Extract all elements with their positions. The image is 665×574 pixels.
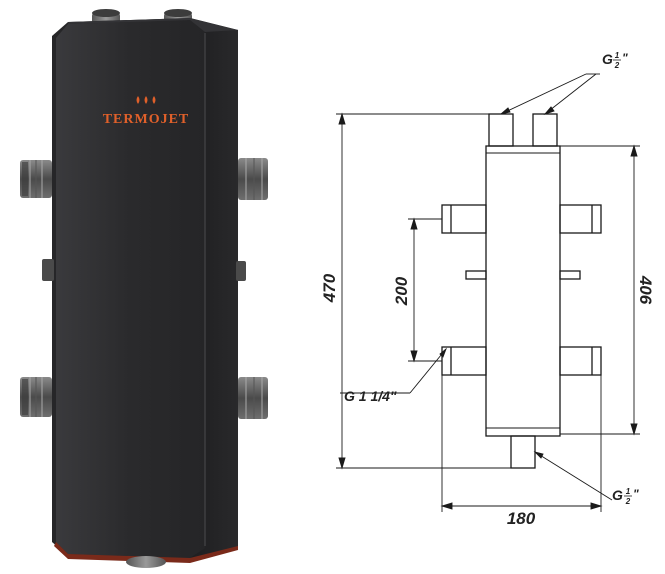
- dimension-470: [336, 112, 511, 470]
- label-180: 180: [507, 509, 536, 528]
- svg-text:2: 2: [614, 61, 620, 70]
- drawing-body: [485, 145, 561, 437]
- side-fitting-left-upper: [20, 160, 52, 198]
- drawing-side-pipe-left-upper: [441, 204, 487, 234]
- drawing-side-pipe-right-lower: [559, 346, 602, 376]
- technical-drawing: [336, 73, 640, 512]
- label-406: 406: [636, 275, 655, 305]
- drawing-top-nipple-left: [488, 113, 514, 147]
- drawing-middle-stub-left: [465, 270, 487, 280]
- flame-icon: [136, 96, 156, 104]
- svg-text:2: 2: [625, 497, 631, 506]
- product-photo: TERMOJET: [20, 9, 268, 568]
- dimension-180: [440, 375, 603, 512]
- drawing-side-pipe-right-upper: [559, 204, 602, 234]
- bottom-fitting: [126, 556, 166, 568]
- svg-text:1: 1: [615, 51, 620, 60]
- svg-text:G: G: [612, 487, 623, 503]
- leader-side-thread: [340, 347, 448, 394]
- thread-label-top: G 1 2 ": [602, 51, 628, 70]
- svg-text:1: 1: [626, 487, 631, 496]
- leader-top-thread: [500, 73, 600, 115]
- middle-plug-right: [236, 261, 246, 281]
- svg-text:": ": [633, 487, 639, 501]
- side-fitting-left-lower: [20, 377, 52, 417]
- label-470: 470: [320, 273, 339, 303]
- svg-text:": ": [622, 51, 628, 65]
- thread-label-bottom: G 1 2 ": [612, 487, 639, 506]
- label-200: 200: [392, 276, 411, 306]
- drawing-top-nipple-right: [532, 113, 558, 147]
- brand-logo: TERMOJET: [103, 96, 190, 127]
- middle-plug-left: [42, 259, 54, 281]
- leader-bottom-thread: [533, 451, 613, 501]
- side-fitting-right-upper: [238, 158, 268, 200]
- side-fitting-right-lower: [238, 377, 268, 419]
- drawing-side-pipe-left-lower: [441, 346, 487, 376]
- drawing-middle-stub-right: [559, 270, 581, 280]
- dimension-200: [408, 217, 442, 363]
- drawing-bottom-nipple: [510, 435, 536, 469]
- thread-label-side: G 1 1/4": [344, 388, 397, 404]
- svg-text:G: G: [602, 51, 613, 67]
- brand-name: TERMOJET: [103, 112, 190, 127]
- dimension-406: [560, 144, 640, 436]
- insulated-body: [52, 18, 238, 563]
